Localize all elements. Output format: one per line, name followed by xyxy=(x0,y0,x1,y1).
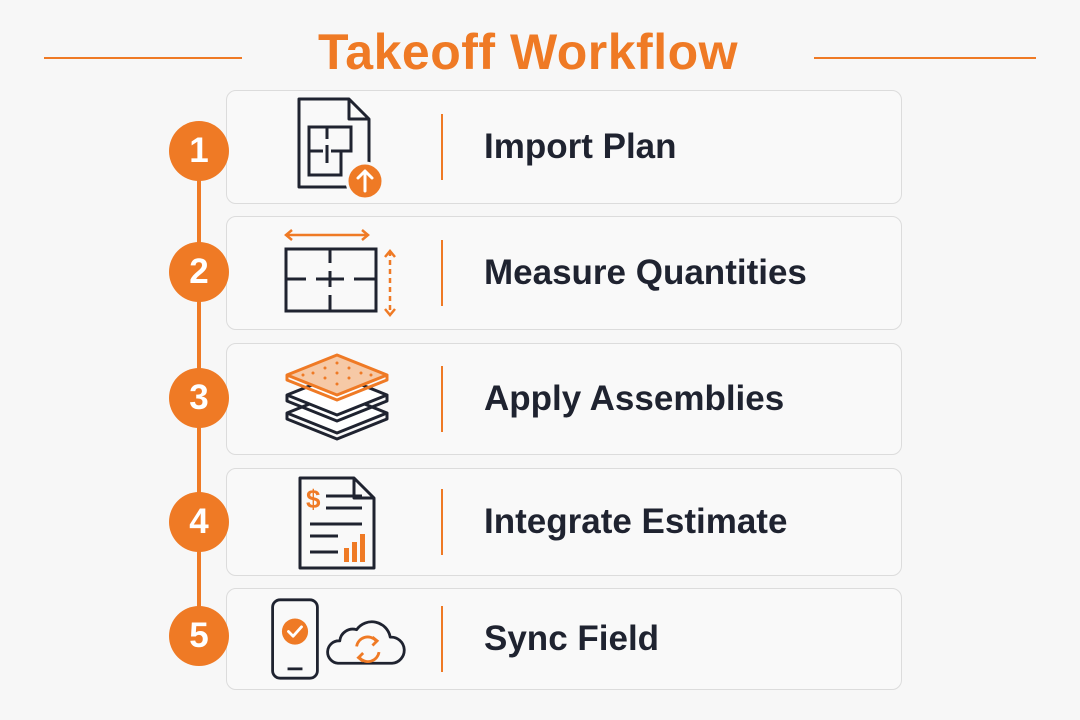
step-label: Integrate Estimate xyxy=(484,502,788,541)
step-number-badge: 2 xyxy=(169,242,229,302)
header: Takeoff Workflow xyxy=(0,10,1080,90)
step-label: Apply Assemblies xyxy=(484,379,785,418)
step-label: Import Plan xyxy=(484,127,677,166)
floor-plan-upload-icon xyxy=(267,97,407,199)
step-divider xyxy=(441,240,443,306)
header-rule-left xyxy=(44,57,242,59)
phone-cloud-sync-icon xyxy=(267,589,407,689)
page-title: Takeoff Workflow xyxy=(317,24,739,80)
step-divider xyxy=(441,489,443,555)
step-card-sync-field: Sync Field xyxy=(226,588,902,690)
step-number-badge: 4 xyxy=(169,492,229,552)
step-divider xyxy=(441,606,443,672)
step-number-badge: 1 xyxy=(169,121,229,181)
stacked-layers-icon xyxy=(267,349,407,449)
svg-text:$: $ xyxy=(306,484,321,514)
step-divider xyxy=(441,366,443,432)
step-label: Sync Field xyxy=(484,619,660,658)
step-label: Measure Quantities xyxy=(484,253,807,292)
step-number-badge: 3 xyxy=(169,368,229,428)
step-number-badge: 5 xyxy=(169,606,229,666)
step-divider xyxy=(441,114,443,180)
measured-floor-plan-icon xyxy=(267,223,407,323)
header-rule-right xyxy=(814,57,1036,59)
step-card-import-plan: Import Plan xyxy=(226,90,902,204)
step-card-measure-quantities: Measure Quantities xyxy=(226,216,902,330)
step-card-integrate-estimate: $ Integrate Estimate xyxy=(226,468,902,576)
step-card-apply-assemblies: Apply Assemblies xyxy=(226,343,902,455)
estimate-document-icon: $ xyxy=(267,472,407,572)
